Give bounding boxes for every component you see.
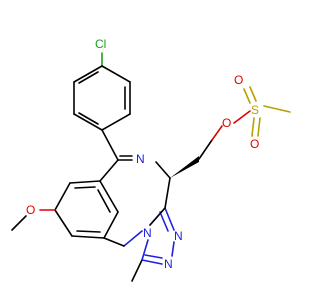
bond-double bbox=[144, 254, 163, 259]
bond bbox=[101, 113, 131, 131]
bond-n bbox=[171, 241, 175, 257]
bond-n bbox=[164, 207, 175, 231]
o-methoxy-atom-label: O bbox=[26, 203, 35, 217]
bond-n bbox=[141, 259, 163, 265]
bond-s-methyl bbox=[263, 105, 291, 113]
bond-n bbox=[141, 239, 149, 261]
mesylate-side-chain bbox=[170, 86, 291, 178]
methoxybenzene-ring bbox=[11, 180, 125, 247]
bond-double bbox=[159, 211, 169, 232]
molecule-structure-diagram: Cl N N N N O O O O S bbox=[11, 37, 291, 282]
diazepine-ring bbox=[99, 129, 171, 247]
bond bbox=[101, 65, 131, 83]
chlorophenyl-ring bbox=[73, 52, 131, 131]
bond-o-s bbox=[233, 110, 251, 124]
o-ester-atom-label: O bbox=[222, 116, 231, 130]
bond bbox=[198, 139, 213, 160]
n-triazole-atom-label: N bbox=[164, 257, 173, 271]
bond bbox=[73, 65, 103, 83]
bond-s-o-bottom-2 bbox=[257, 117, 261, 137]
bond bbox=[99, 180, 119, 213]
bond-s-o-bottom bbox=[251, 117, 255, 137]
bond-double-inner bbox=[97, 189, 111, 213]
bond-double-inner bbox=[78, 112, 99, 125]
o-sulfonyl-atom-label: O bbox=[250, 137, 259, 151]
n-bridge-atom-label: N bbox=[143, 226, 152, 240]
bond bbox=[164, 177, 171, 209]
bond bbox=[54, 209, 73, 237]
n-triazole-atom-label: N bbox=[174, 229, 183, 243]
bond-double-inner bbox=[78, 71, 99, 84]
bond-s-o-top bbox=[243, 88, 251, 104]
o-sulfonyl-atom-label: O bbox=[234, 73, 243, 87]
bond bbox=[71, 235, 105, 239]
bond bbox=[155, 161, 171, 179]
bond-n bbox=[123, 230, 143, 247]
bond bbox=[131, 259, 143, 282]
bond-double-inner bbox=[76, 230, 101, 233]
n-imine-atom-label: N bbox=[136, 152, 145, 166]
triazole-ring bbox=[131, 207, 175, 282]
bond bbox=[103, 211, 119, 239]
bond-c-o-ester bbox=[211, 125, 223, 141]
bond bbox=[69, 180, 101, 184]
cl-atom-label: Cl bbox=[95, 37, 106, 51]
bond-double-inner bbox=[74, 186, 96, 189]
bond-o-methyl bbox=[11, 215, 27, 231]
bond bbox=[149, 207, 166, 226]
bond bbox=[101, 129, 119, 161]
bond bbox=[73, 113, 103, 131]
s-atom-label: S bbox=[251, 103, 259, 117]
wedge-bond bbox=[170, 156, 199, 178]
bond bbox=[54, 182, 71, 211]
bond bbox=[103, 237, 125, 247]
bond-s-o-top-2 bbox=[249, 86, 257, 102]
bond bbox=[99, 159, 119, 182]
